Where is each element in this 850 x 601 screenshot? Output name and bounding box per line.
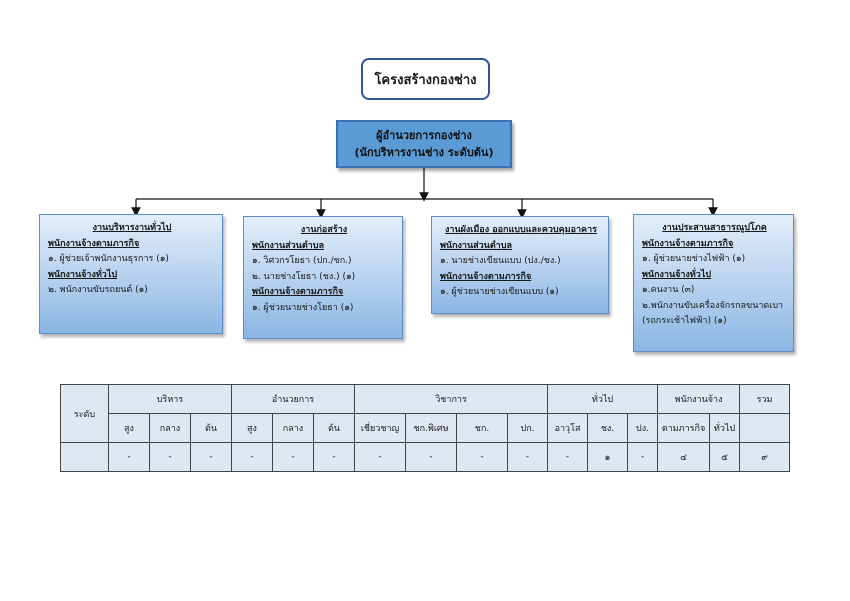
unit-title: งานบริหารงานทั่วไป: [92, 223, 172, 233]
subheader: อาวุโส: [547, 413, 589, 443]
subheader: สูง: [108, 413, 150, 443]
table-cell: -: [312, 442, 356, 472]
staff-item: ๑. ผู้ช่วยนายช่างไฟฟ้า (๑): [642, 254, 746, 264]
subheader: สูง: [231, 413, 273, 443]
staff-item: ๑. นายช่างเขียนแบบ (ปง./ชง.): [440, 256, 561, 266]
subheader: กลาง: [149, 413, 191, 443]
subheader: ชก.พิเศษ: [405, 413, 458, 443]
level-header: ระดับ: [60, 384, 109, 443]
staff-group-heading: พนักงานจ้างตามภารกิจ: [642, 238, 734, 249]
table-cell: -: [231, 442, 273, 472]
subheader: ปก.: [507, 413, 549, 443]
staff-summary-table: ระดับ บริหาร อำนวยการ วิชาการ ทั่วไป พนั…: [60, 384, 791, 472]
subheader: ทั่วไป: [709, 413, 741, 443]
unit-construction: งานก่อสร้าง พนักงานส่วนตำบล ๑. วิศวกรโยธ…: [243, 216, 403, 339]
unit-general-admin: งานบริหารงานทั่วไป พนักงานจ้างตามภารกิจ …: [39, 214, 223, 334]
table-cell-total: ๙: [739, 442, 791, 472]
group-header: บริหาร: [108, 384, 232, 414]
table-cell: -: [456, 442, 509, 472]
table-cell: -: [405, 442, 458, 472]
subheader: เชี่ยวชาญ: [354, 413, 407, 443]
staff-item: ๒. นายช่างโยธา (ชง.) (๑): [252, 271, 356, 282]
staff-group-heading: พนักงานจ้างทั่วไป: [48, 269, 118, 280]
staff-group-heading: พนักงานจ้างตามภารกิจ: [440, 271, 532, 282]
group-header: อำนวยการ: [230, 384, 356, 414]
level-empty-cell: [60, 442, 109, 472]
table-cell: -: [354, 442, 407, 472]
table-cell: -: [507, 442, 549, 472]
staff-item: ๑.คนงาน (๓): [642, 285, 695, 295]
staff-group-heading: พนักงานส่วนตำบล: [440, 240, 512, 251]
subheader: ต้น: [312, 413, 356, 443]
subheader: ชก.: [456, 413, 509, 443]
table-cell: ๔: [657, 442, 711, 472]
table-header-row: ระดับ บริหาร อำนวยการ วิชาการ ทั่วไป พนั…: [60, 384, 791, 443]
subheader: ปง.: [627, 413, 659, 443]
table-cell: ๑: [587, 442, 629, 472]
head-position-rank: (นักบริหารงานช่าง ระดับต้น): [354, 146, 494, 159]
table-row: - - - - - - - - - - - ๑ - ๔ ๕ ๙: [60, 442, 791, 472]
staff-item: ๑. ผู้ช่วยเจ้าพนักงานธุรการ (๑): [48, 254, 169, 264]
page-title: โครงสร้างกองช่าง: [361, 58, 490, 100]
unit-utilities: งานประสานสาธารณูปโภค พนักงานจ้างตามภารกิ…: [633, 214, 794, 352]
table-cell: -: [272, 442, 314, 472]
staff-item: (รถกระเช้าไฟฟ้า) (๑): [642, 316, 727, 326]
table-cell: -: [627, 442, 659, 472]
group-header: พนักงานจ้าง: [657, 384, 741, 414]
table-subheader-row: สูง กลาง ต้น สูง กลาง ต้น เชี่ยวชาญ ชก.พ…: [61, 413, 791, 443]
unit-title: งานประสานสาธารณูปโภค: [662, 223, 767, 233]
table-cell: -: [108, 442, 150, 472]
staff-item: ๑. วิศวกรโยธา (ปก./ชก.): [252, 256, 352, 266]
staff-item: ๑. ผู้ช่วยนายช่างโยธา (๑): [252, 302, 354, 313]
head-position-title: ผู้อำนวยการกองช่าง: [376, 129, 472, 142]
staff-group-heading: พนักงานจ้างตามภารกิจ: [48, 238, 140, 249]
unit-title: งานก่อสร้าง: [300, 225, 348, 235]
table-cell: -: [190, 442, 232, 472]
subheader: กลาง: [272, 413, 314, 443]
group-header: รวม: [739, 384, 791, 414]
subheader: ตามภารกิจ: [657, 413, 711, 443]
table-cell: -: [547, 442, 589, 472]
table-cell: ๕: [709, 442, 741, 472]
group-header: ทั่วไป: [547, 384, 659, 414]
group-header: วิชาการ: [354, 384, 549, 414]
subheader-empty: [739, 413, 791, 443]
staff-group-heading: พนักงานจ้างทั่วไป: [642, 269, 712, 280]
staff-item: ๑. ผู้ช่วยนายช่างเขียนแบบ (๑): [440, 287, 559, 297]
subheader: ต้น: [190, 413, 232, 443]
head-position-box: ผู้อำนวยการกองช่าง (นักบริหารงานช่าง ระด…: [336, 120, 512, 168]
staff-group-heading: พนักงานส่วนตำบล: [252, 240, 324, 251]
staff-item: ๒.พนักงานขับเครื่องจักรกลขนาดเบา: [642, 300, 784, 311]
unit-title: งานผังเมือง ออกแบบและควบคุมอาคาร: [445, 225, 597, 235]
page-title-text: โครงสร้างกองช่าง: [374, 72, 477, 88]
staff-group-heading: พนักงานจ้างตามภารกิจ: [252, 287, 344, 297]
subheader: ชง.: [587, 413, 629, 443]
table-cell: -: [149, 442, 191, 472]
unit-town-planning: งานผังเมือง ออกแบบและควบคุมอาคาร พนักงาน…: [431, 216, 609, 314]
staff-item: ๒. พนักงานขับรถยนต์ (๑): [48, 285, 148, 295]
